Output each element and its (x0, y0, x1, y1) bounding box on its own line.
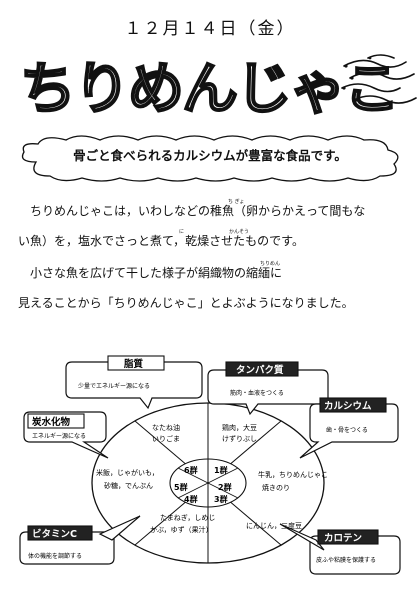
callout-fat: 脂質 少量でエネルギー源になる (65, 355, 203, 410)
callout-protein: タンパク質 筋肉・血液をつくる (207, 361, 329, 416)
group-label-6: 6群 (184, 465, 198, 475)
callout-calcium-title: カルシウム (324, 401, 372, 412)
group-label-3: 3群 (214, 494, 228, 504)
ruby-kansou: かんそう (229, 229, 250, 235)
foods-group-4-line-1: たまねぎ，しめじ (160, 513, 215, 522)
paragraph-1-line-2: い魚）を，塩水でさっと煮て，乾燥させたものです。 (18, 234, 304, 248)
ruby-chigyo: ち ぎょ (228, 199, 245, 205)
foods-group-5-line-1: 米飯，じゃがいも， (96, 468, 159, 477)
small-fish-illustration (341, 54, 417, 104)
group-label-2: 2群 (218, 482, 232, 492)
callout-carbs-text: エネルギー源になる (32, 432, 86, 440)
foods-group-3-line-1: にんじん，三度豆 (246, 521, 302, 530)
foods-group-6-line-2: いりごま (152, 434, 180, 443)
callout-carotene-title: カロテン (324, 533, 362, 544)
ruby-ni: に (179, 229, 185, 235)
group-label-1: 1群 (214, 465, 228, 475)
ruby-chirimen: ちりめん (260, 261, 281, 267)
food-group-diagram: 1群 2群 3群 4群 5群 6群 鶏肉，大豆 けずりぶし 牛乳，ちりめんじゃこ… (19, 355, 401, 575)
callout-carotene-text: 皮ふや粘膜を保護する (316, 556, 376, 564)
cloud-banner (21, 135, 399, 182)
callout-vitamin-c-text: 体の機能を調節する (28, 552, 82, 560)
paragraph-1: ちりめんじゃこは，いわしなどの稚魚（卵からかえって間もな い魚）を，塩水でさっと… (18, 196, 404, 256)
subtitle: 骨ごと食べられるカルシウムが豊富な食品です。 (73, 148, 347, 163)
foods-group-4-line-2: かぶ，ゆず（果汁） (150, 525, 213, 534)
foods-group-1-line-2: けずりぶし (222, 434, 257, 443)
paragraph-1-line-1: ちりめんじゃこは，いわしなどの稚魚（卵からかえって間もな (30, 204, 366, 218)
callout-fat-text: 少量でエネルギー源になる (78, 382, 150, 390)
foods-group-2-line-1: 牛乳，ちりめんじゃこ (258, 470, 328, 479)
foods-group-5-line-2: 砂糖，でんぷん (104, 481, 153, 490)
callout-fat-title: 脂質 (123, 358, 144, 370)
callout-carbs-title: 炭水化物 (32, 416, 71, 428)
foods-group-1-line-1: 鶏肉，大豆 (222, 423, 257, 432)
callout-carotene: カロテン 皮ふや粘膜を保護する (279, 523, 401, 575)
foods-group-6-line-1: なたね油 (152, 423, 180, 432)
callout-protein-title: タンパク質 (236, 364, 284, 376)
date-heading: １２月１４日（金） (124, 19, 296, 39)
paragraph-2: 小さな魚を広げて干した様子が絹織物の縮緬に 見えることから「ちりめんじゃこ」とよ… (18, 258, 404, 318)
callout-vitamin-c-title: ビタミンC (32, 528, 77, 540)
callout-calcium: カルシウム 歯・骨をつくる (299, 397, 399, 459)
paragraph-2-line-2: 見えることから「ちりめんじゃこ」とよぶようになりました。 (18, 296, 354, 310)
foods-group-2-line-2: 焼きのり (262, 483, 290, 492)
callout-vitamin-c: ビタミンC 体の機能を調節する (19, 515, 141, 565)
callout-calcium-text: 歯・骨をつくる (326, 426, 368, 434)
callout-carbs: 炭水化物 エネルギー源になる (23, 411, 109, 459)
group-label-4: 4群 (184, 494, 198, 504)
group-label-5: 5群 (174, 482, 188, 492)
paragraph-2-line-1: 小さな魚を広げて干した様子が絹織物の縮緬に (30, 266, 283, 280)
callout-protein-text: 筋肉・血液をつくる (230, 389, 284, 397)
page-title: ちりめんじゃこ (19, 56, 401, 123)
